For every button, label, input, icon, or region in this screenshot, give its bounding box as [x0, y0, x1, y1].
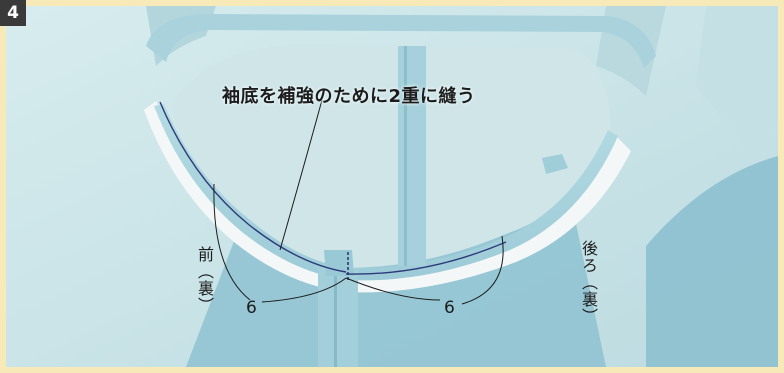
step-number-badge: 4 — [0, 0, 26, 26]
folded-tab — [542, 154, 568, 174]
vertical-tape-lower-crease — [334, 268, 337, 367]
vertical-tape-upper — [398, 46, 426, 266]
stitch-line-back — [345, 241, 507, 275]
back-reverse-label: 後ろ（裏） — [579, 240, 598, 325]
fabric-photo-art — [6, 6, 778, 367]
binding-band — [154, 104, 618, 281]
measurement-right: 6 — [444, 298, 455, 318]
vertical-tape-crease — [404, 46, 407, 266]
leader-left-6 — [261, 277, 347, 303]
measurement-left: 6 — [246, 298, 257, 318]
leader-front-curve — [213, 183, 251, 301]
fabric-print-right — [646, 156, 778, 367]
leader-right-6 — [345, 277, 441, 301]
fabric-fold-far-right — [696, 6, 778, 146]
leader-annotation — [279, 99, 323, 251]
stitch-line-front — [159, 101, 347, 273]
sewing-photo — [6, 6, 778, 367]
vertical-tape-lower — [318, 268, 358, 367]
front-reverse-label: 前（裏） — [195, 246, 214, 314]
sleeve-rim-top — [146, 14, 656, 68]
sleeve-inner — [171, 44, 611, 268]
reinforcement-annotation: 袖底を補強のために2重に縫う — [222, 86, 476, 107]
leader-back-curve — [461, 235, 504, 305]
